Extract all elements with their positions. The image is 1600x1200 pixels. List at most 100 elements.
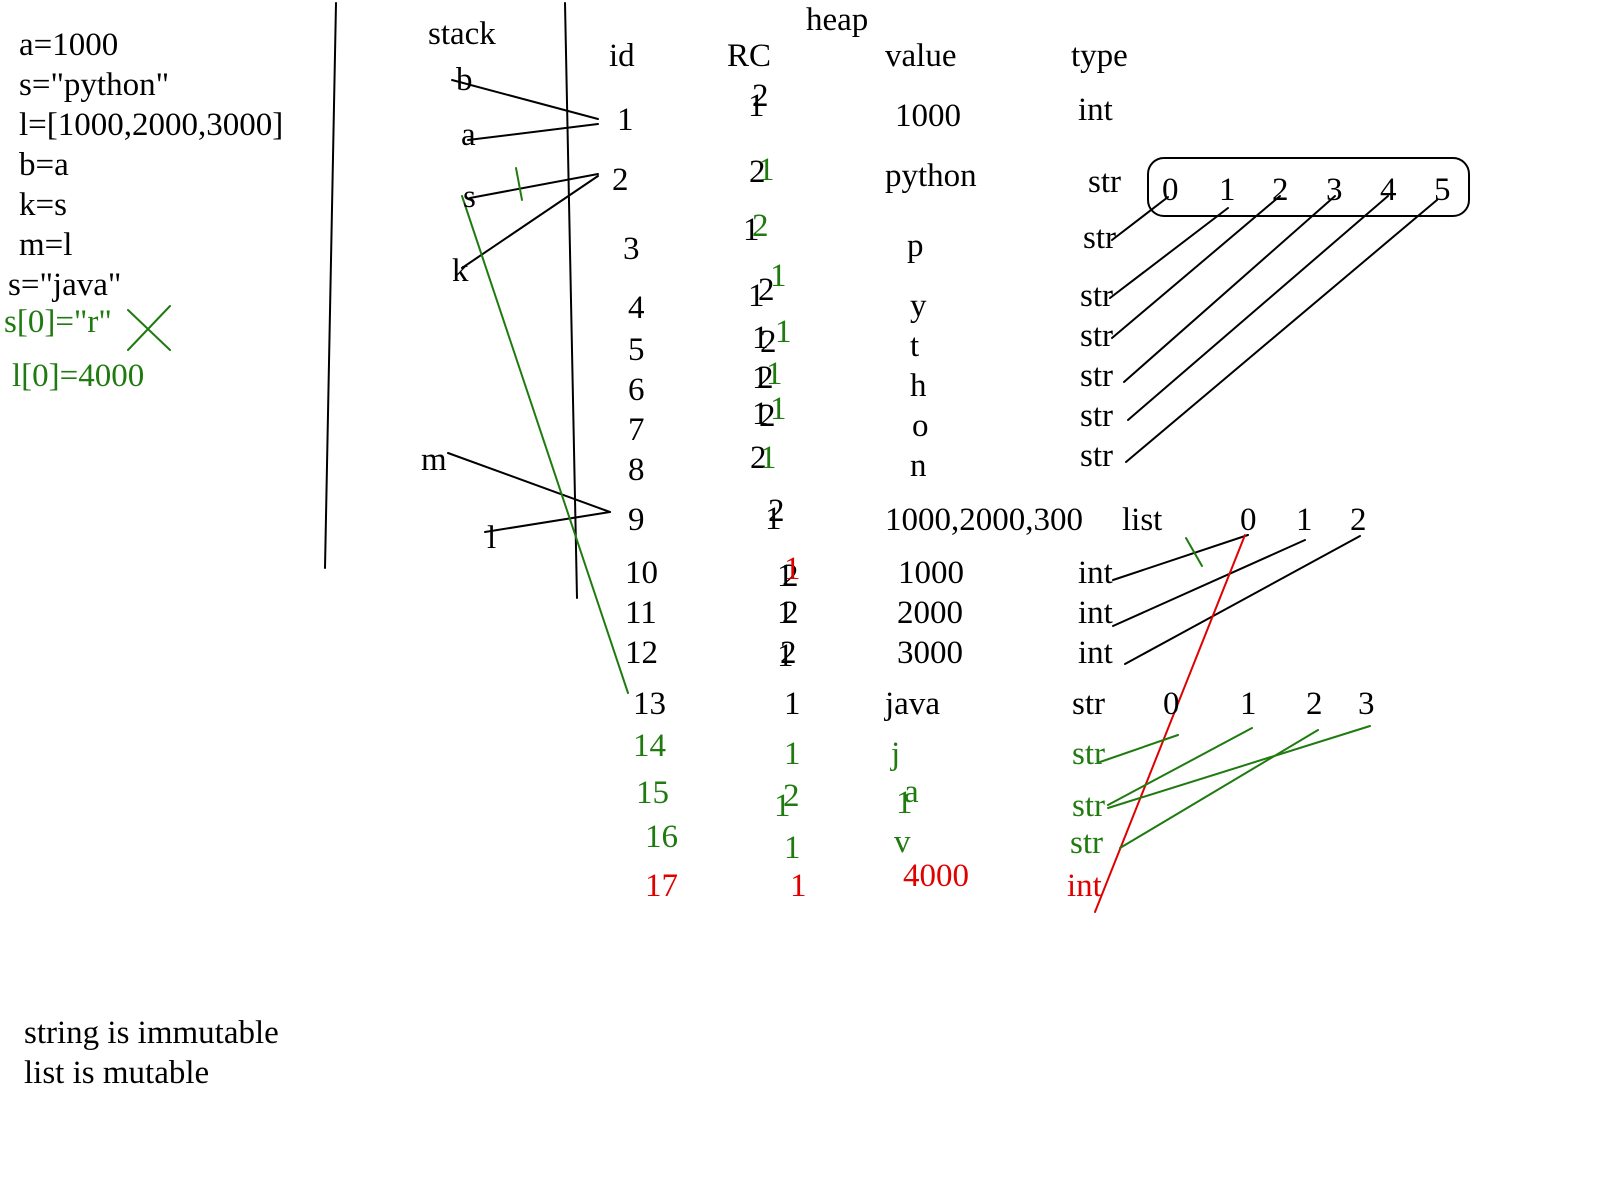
object-value: java xyxy=(885,686,940,722)
ref-count-new: 1 xyxy=(775,314,792,350)
code-line: s="java" xyxy=(8,267,122,303)
object-value: t xyxy=(910,328,920,364)
ref-count: 1 xyxy=(748,88,765,124)
ref-count-new: 2 xyxy=(782,558,799,594)
stack-var: a xyxy=(461,117,476,153)
object-type: str xyxy=(1080,358,1113,394)
ref-arrow-s-new xyxy=(461,195,629,694)
strike-mark xyxy=(1185,537,1203,567)
object-value: 1000 xyxy=(895,98,961,134)
cross-icon xyxy=(127,305,171,351)
ref-count: 1 xyxy=(774,788,791,824)
object-id: 10 xyxy=(625,555,658,591)
object-id: 15 xyxy=(636,775,669,811)
code-line: s[0]="r" xyxy=(4,304,112,340)
code-line: k=s xyxy=(19,187,67,223)
object-type: int xyxy=(1067,868,1102,904)
object-id: 13 xyxy=(633,686,666,722)
ref-count: 1 xyxy=(790,868,807,904)
ref-count-new: 1 xyxy=(758,152,775,188)
index-link xyxy=(1112,539,1306,627)
code-line: a=1000 xyxy=(19,27,119,63)
index-link xyxy=(1107,725,1371,809)
index-label: 4 xyxy=(1380,172,1397,208)
object-type: int xyxy=(1078,635,1113,671)
index-link xyxy=(1099,734,1179,763)
index-label: 2 xyxy=(1350,502,1367,538)
stack-var: b xyxy=(456,62,473,98)
object-id: 7 xyxy=(628,412,645,448)
object-value: o xyxy=(912,408,929,444)
code-line: l=[1000,2000,3000] xyxy=(19,107,284,143)
ref-count: 1 xyxy=(752,360,769,396)
object-value-new: a xyxy=(904,774,919,810)
stack-var: m xyxy=(421,442,447,478)
object-id: 8 xyxy=(628,452,645,488)
code-line: m=l xyxy=(19,227,73,263)
index-label: 3 xyxy=(1358,686,1375,722)
object-type: str xyxy=(1083,220,1116,256)
index-label: 0 xyxy=(1163,686,1180,722)
ref-count: 1 xyxy=(748,278,765,314)
object-type: str xyxy=(1080,398,1113,434)
ref-count-new: 1 xyxy=(784,551,801,587)
ref-count: 2 xyxy=(750,440,767,476)
object-id: 1 xyxy=(617,102,634,138)
ref-count: 1 xyxy=(784,686,801,722)
object-id: 11 xyxy=(625,595,657,631)
ref-arrow-l xyxy=(484,511,611,533)
ref-count-new: 1 xyxy=(770,391,787,427)
code-line: s="python" xyxy=(19,67,170,103)
ref-count-new: 2 xyxy=(752,78,769,114)
object-type: str xyxy=(1080,438,1113,474)
index-link xyxy=(1123,195,1336,383)
index-label: 3 xyxy=(1326,172,1343,208)
stack-label: stack xyxy=(428,16,496,52)
ref-arrow-l0-new xyxy=(1094,534,1246,913)
column-header-rc: RC xyxy=(727,38,772,74)
object-value: 1000 xyxy=(898,555,964,591)
ref-count-new: 2 xyxy=(780,635,797,671)
ref-count: 1 xyxy=(777,595,794,631)
note-text: string is immutable xyxy=(24,1015,279,1051)
index-link xyxy=(1111,195,1281,339)
index-link xyxy=(1109,207,1229,299)
object-type: str xyxy=(1070,825,1103,861)
ref-count: 1 xyxy=(777,558,794,594)
object-type: list xyxy=(1122,502,1163,538)
divider-line xyxy=(324,2,337,569)
object-id: 16 xyxy=(645,819,678,855)
object-type: str xyxy=(1080,318,1113,354)
index-link xyxy=(1112,534,1249,581)
stack-var: l xyxy=(487,520,497,556)
ref-count: 1 xyxy=(784,830,801,866)
index-link xyxy=(1125,199,1438,463)
column-header-value: value xyxy=(885,38,957,74)
code-line: l[0]=4000 xyxy=(12,358,145,394)
ref-count-new: 1 xyxy=(766,356,783,392)
object-type: str xyxy=(1072,788,1105,824)
ref-count-new: 2 xyxy=(783,778,800,814)
object-value: n xyxy=(910,448,927,484)
index-link xyxy=(1111,196,1169,241)
column-header-id: id xyxy=(609,38,635,74)
object-type: int xyxy=(1078,92,1113,128)
object-value: y xyxy=(910,288,927,324)
heap-label: heap xyxy=(806,2,869,38)
object-value: python xyxy=(885,158,977,194)
object-id: 5 xyxy=(628,332,645,368)
object-type: int xyxy=(1078,595,1113,631)
ref-count: 1 xyxy=(752,396,769,432)
object-id: 3 xyxy=(623,231,640,267)
object-id: 12 xyxy=(625,635,658,671)
ref-count: 1 xyxy=(752,320,769,356)
column-header-type: type xyxy=(1071,38,1128,74)
object-id: 14 xyxy=(633,728,666,764)
ref-count-new: 2 xyxy=(768,493,785,529)
object-id: 9 xyxy=(628,502,645,538)
stack-var: k xyxy=(452,253,469,289)
object-value: 2000 xyxy=(897,595,963,631)
index-label: 1 xyxy=(1240,686,1257,722)
ref-count-new: 1 xyxy=(760,440,777,476)
